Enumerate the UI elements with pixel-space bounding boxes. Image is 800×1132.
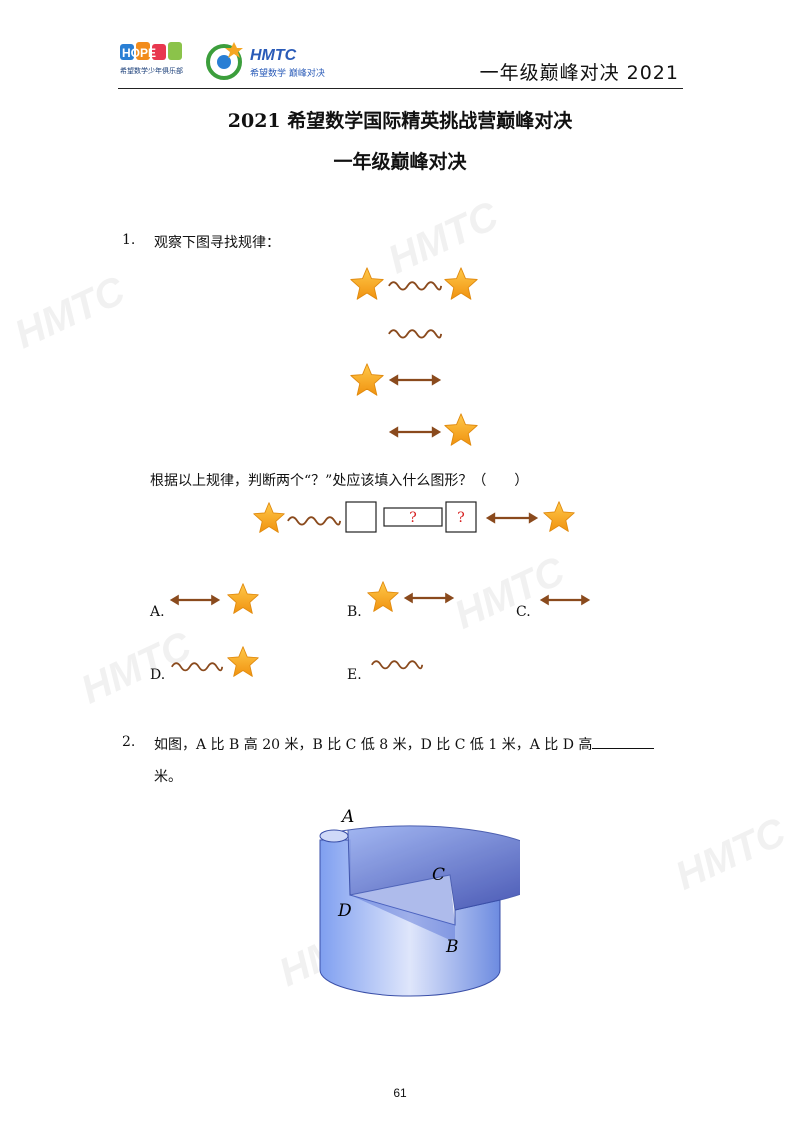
pattern-row-3 <box>350 363 468 396</box>
moon-icon <box>363 417 378 445</box>
arrow-icon <box>387 373 443 387</box>
star-icon <box>253 502 285 533</box>
option-c-label[interactable]: C. <box>516 604 531 620</box>
svg-text:希望数学少年俱乐部: 希望数学少年俱乐部 <box>120 66 183 75</box>
page-header: HOPE 希望数学少年俱乐部 HMTC 希望数学 巅峰对决 一年级巅峰对决 20… <box>118 36 683 89</box>
option-d-label[interactable]: D. <box>150 667 166 683</box>
svg-text:希望数学 巅峰对决: 希望数学 巅峰对决 <box>250 67 325 79</box>
question-1-prompt: 观察下图寻找规律： <box>154 235 280 251</box>
arrow-icon <box>168 593 222 607</box>
wave-icon <box>170 662 224 672</box>
question-2-text: 如图，A 比 B 高 20 米，B 比 C 低 8 米，D 比 C 低 1 米，… <box>154 734 655 754</box>
label-d: D <box>337 901 352 921</box>
answer-blank[interactable] <box>592 734 655 749</box>
question-2-number: 2. <box>122 734 136 750</box>
pattern-row-2 <box>363 317 468 345</box>
exam-title: 2021 希望数学国际精英挑战营巅峰对决 <box>227 110 573 132</box>
arrow-icon <box>484 511 540 525</box>
hope-logo: HOPE 希望数学少年俱乐部 <box>120 42 183 75</box>
pattern-row-1 <box>350 267 478 300</box>
pattern-row-4 <box>363 413 478 446</box>
wave-icon <box>387 281 443 291</box>
question-2-line2: 米。 <box>154 769 182 785</box>
label-a: A <box>340 807 354 827</box>
arrow-icon <box>387 425 443 439</box>
svg-text:HMTC: HMTC <box>250 47 297 64</box>
star-icon <box>350 363 384 396</box>
pattern-examples <box>350 267 478 446</box>
wave-icon <box>387 329 443 339</box>
question-mark-2: ? <box>457 510 465 526</box>
page-number: 61 <box>393 1086 407 1100</box>
moon-icon <box>436 648 449 674</box>
puzzle-row: ? ? <box>253 501 575 533</box>
wave-icon <box>286 516 342 526</box>
option-d-figure <box>170 646 259 677</box>
arrow-icon <box>402 591 456 605</box>
svg-text:HMTC: HMTC <box>669 809 793 898</box>
header-title: 一年级巅峰对决 2021 <box>479 62 679 84</box>
option-b-figure <box>367 581 456 612</box>
star-icon <box>227 583 259 614</box>
star-icon <box>543 501 575 532</box>
option-e-label[interactable]: E. <box>347 667 362 683</box>
moon-icon <box>453 317 468 345</box>
star-icon <box>444 413 478 446</box>
label-b: B <box>445 937 459 957</box>
option-a-figure <box>168 583 259 614</box>
star-icon <box>367 581 399 612</box>
blank-box <box>445 501 477 533</box>
option-b-label[interactable]: B. <box>347 604 362 620</box>
arrow-icon <box>538 593 592 607</box>
option-a-label[interactable]: A. <box>150 604 165 620</box>
moon-icon <box>363 317 378 345</box>
star-icon <box>227 646 259 677</box>
blank-box <box>383 507 443 527</box>
option-c-figure <box>538 585 619 611</box>
svg-text:HOPE: HOPE <box>122 46 156 60</box>
question-1-text: 根据以上规律，判断两个“？”处应该填入什么图形？（ ） <box>150 473 529 489</box>
exam-subtitle: 一年级巅峰对决 <box>333 151 467 173</box>
svg-text:HMTC: HMTC <box>8 268 132 357</box>
star-icon <box>350 267 384 300</box>
hmtc-logo: HMTC 希望数学 巅峰对决 <box>206 42 325 80</box>
moon-icon <box>606 585 619 611</box>
label-c: C <box>432 865 445 885</box>
star-icon <box>444 267 478 300</box>
moon-icon <box>453 365 468 393</box>
blank-box <box>345 501 377 533</box>
question-1-number: 1. <box>122 232 136 248</box>
option-e-figure <box>370 648 449 674</box>
wave-icon <box>370 660 424 670</box>
question-mark-1: ? <box>409 510 417 526</box>
stair-cylinder-figure: A C D B <box>319 807 520 997</box>
question-2-line1: 如图，A 比 B 高 20 米，B 比 C 低 8 米，D 比 C 低 1 米，… <box>154 737 593 753</box>
